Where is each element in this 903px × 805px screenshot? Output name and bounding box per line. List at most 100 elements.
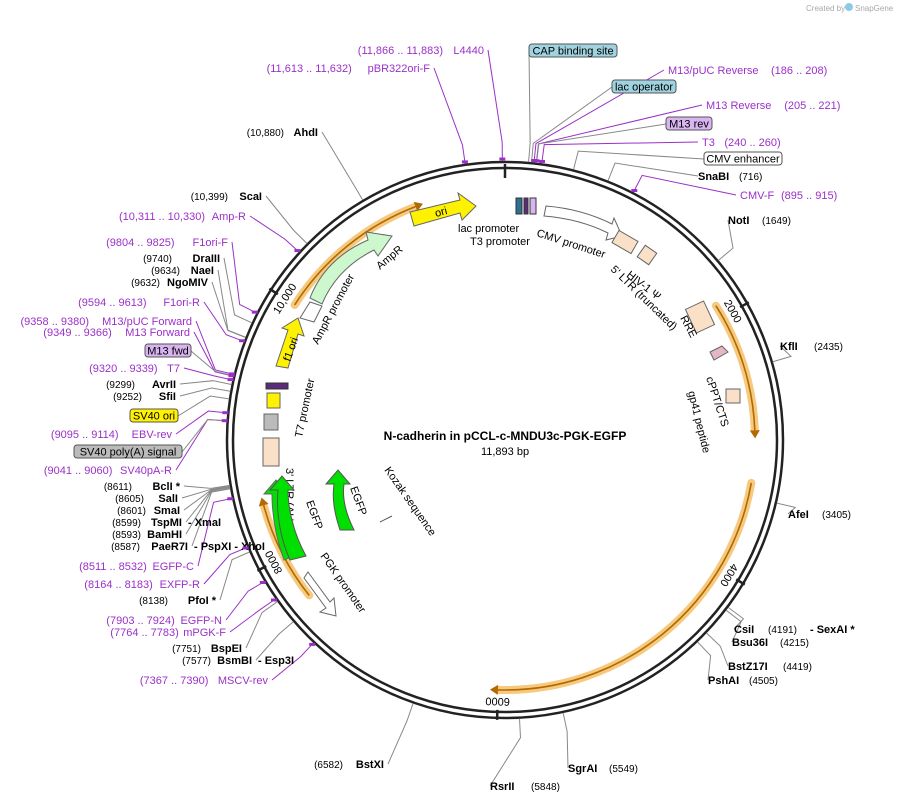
primer-name: M13/pUC Forward <box>102 316 192 328</box>
3-ltr-feature[interactable] <box>262 437 280 467</box>
primer-t3[interactable]: T3(240 .. 260) <box>539 137 781 163</box>
site-naei[interactable]: (9634)NaeI <box>151 265 214 277</box>
primer-mpgk-f[interactable]: mPGK-F(7764 .. 7783) <box>110 598 278 639</box>
site-rsrii[interactable]: RsrII(5848) <box>490 781 560 793</box>
site-ngomiv[interactable]: (9632)NgoMIV <box>131 277 209 289</box>
rre-feature[interactable] <box>684 300 716 334</box>
site-sgrai[interactable]: SgrAI(5549) <box>568 763 638 775</box>
site-draiii[interactable]: (9740)DraIII <box>143 253 220 265</box>
lac-promoter-feature[interactable] <box>515 197 523 215</box>
t3-promoter-label: T3 promoter <box>470 236 530 248</box>
box-label: lac operator <box>615 82 673 94</box>
primer-mark <box>631 189 638 193</box>
site-pfoi-[interactable]: (8138)PfoI * <box>139 595 217 607</box>
m13-rev-feature[interactable] <box>529 197 537 215</box>
site-scai[interactable]: (10,399)ScaI <box>191 191 262 203</box>
site-sfii[interactable]: (9252)SfiI <box>113 391 176 403</box>
primer-mark <box>251 310 258 314</box>
orf-d-arc[interactable] <box>293 205 416 306</box>
site-afei[interactable]: AfeI(3405) <box>788 509 851 521</box>
site-avrii[interactable]: (9299)AvrII <box>106 379 176 391</box>
gp41-peptide-feature[interactable] <box>725 388 741 404</box>
primer-range: (9358 .. 9380) <box>21 316 90 328</box>
orf-a-arc[interactable] <box>715 305 756 431</box>
f1-ori-feature[interactable] <box>275 317 305 369</box>
boxed-feature-cmv-enhancer[interactable]: CMV enhancer <box>703 151 783 166</box>
pgk-promoter-feature[interactable] <box>303 571 337 617</box>
primer-m13-reverse[interactable]: M13 Reverse(205 .. 221) <box>533 100 841 163</box>
sv40-polya-feature[interactable] <box>263 413 279 431</box>
egfp-feature-b[interactable] <box>268 475 307 561</box>
boxed-feature-sv40-ori[interactable]: SV40 ori <box>129 408 179 423</box>
hiv-psi-feature[interactable] <box>636 244 658 266</box>
site-name: ScaI <box>239 191 262 203</box>
site-noti[interactable]: NotI(1649) <box>728 215 791 227</box>
primer-pbr322ori-f[interactable]: pBR322ori-F(11,613 .. 11,632) <box>267 63 468 164</box>
primer-name: Amp-R <box>212 211 246 223</box>
site-name: AfeI <box>788 509 809 521</box>
boxed-feature-m13-fwd[interactable]: M13 fwd <box>144 343 192 358</box>
site-smai[interactable]: (8601)SmaI <box>117 505 180 517</box>
site-leader <box>489 718 522 787</box>
primer-mscv-rev[interactable]: MSCV-rev(7367 .. 7390) <box>140 642 316 687</box>
primer-f1ori-f[interactable]: F1ori-F(9804 .. 9825) <box>106 237 258 314</box>
primer-name: M13 Forward <box>125 327 190 339</box>
primer-egfp-n[interactable]: EGFP-N(7903 .. 7924) <box>106 581 266 627</box>
site-position: (8593) <box>112 530 141 541</box>
cppt-cts-feature[interactable] <box>709 345 729 361</box>
site-leader <box>179 387 231 397</box>
site-bsmbi[interactable]: (7577)BsmBI- Esp3I <box>182 655 294 667</box>
primer-ebv-rev[interactable]: EBV-rev(9095 .. 9114) <box>51 411 229 441</box>
plasmid-name: N-cadherin in pCCL-c-MNDU3c-PGK-EGFP <box>384 429 627 443</box>
boxed-leader <box>536 123 667 163</box>
primer-m13-puc-reverse[interactable]: M13/pUC Reverse(186 .. 208) <box>531 65 827 163</box>
t3-promoter-feature[interactable] <box>523 197 529 215</box>
orf-b-arc[interactable] <box>497 482 753 691</box>
primer-cmv-f[interactable]: CMV-F(895 .. 915) <box>631 189 837 202</box>
ori-feature[interactable] <box>409 191 477 227</box>
site-snabi[interactable]: SnaBI(716) <box>698 171 762 183</box>
site-csii[interactable]: CsiI(4191)- SexAI * <box>734 624 855 636</box>
site-pshai[interactable]: PshAI(4505) <box>708 675 778 687</box>
egfp-feature-c[interactable] <box>324 469 355 531</box>
boxed-feature-m13-rev[interactable]: M13 rev <box>665 116 713 131</box>
site-name: SgrAI <box>568 763 597 775</box>
site-kfli[interactable]: KflI(2435) <box>780 341 843 353</box>
site-ahdi[interactable]: (10,880)AhdI <box>247 127 318 139</box>
site-bamhi[interactable]: (8593)BamHI <box>112 529 182 541</box>
boxed-feature-lac-operator[interactable]: lac operator <box>611 79 677 94</box>
boxed-feature-sv40-poly-a-signal[interactable]: SV40 poly(A) signal <box>73 444 183 459</box>
site-bsu36i[interactable]: Bsu36I(4215) <box>732 637 809 649</box>
primer-mark <box>239 339 246 343</box>
primer-sv40pa-r[interactable]: SV40pA-R(9041 .. 9060) <box>44 419 228 477</box>
cmv-promoter-feature[interactable] <box>543 205 623 241</box>
5-ltr-feature[interactable] <box>611 229 639 255</box>
boxed-leader <box>190 350 234 377</box>
ltr-truncated-label: 5' LTR (truncated) <box>608 264 679 333</box>
t7-promoter-feature[interactable] <box>265 382 289 390</box>
primer-amp-r[interactable]: Amp-R(10,311 .. 10,330) <box>119 211 301 253</box>
primer-t7[interactable]: T7(9320 .. 9339) <box>89 363 234 382</box>
site-bspei[interactable]: (7751)BspEI <box>172 643 242 655</box>
site-leader <box>185 487 231 535</box>
sv40-ori-feature[interactable] <box>266 392 281 409</box>
ampr-feature[interactable] <box>309 231 393 305</box>
site-bstz17i[interactable]: BstZ17I(4419) <box>728 661 812 673</box>
ampr-promoter-feature[interactable] <box>299 301 323 323</box>
primer-exfp-r[interactable]: EXFP-R(8164 .. 8183) <box>84 546 249 591</box>
site-bcli-[interactable]: (8611)BclI * <box>104 481 181 493</box>
site-sali[interactable]: (8605)SalI <box>115 493 178 505</box>
primer-range: (8164 .. 8183) <box>84 579 153 591</box>
boxed-feature-cap-binding-site[interactable]: CAP binding site <box>528 43 618 58</box>
primer-leader <box>197 497 233 567</box>
primer-m13-forward[interactable]: M13 Forward(9349 .. 9366) <box>43 327 235 378</box>
primer-f1ori-r[interactable]: F1ori-R(9594 .. 9613) <box>78 297 246 343</box>
site-position: (2435) <box>814 342 843 353</box>
site-tspmi[interactable]: (8599)TspMI- XmaI <box>112 517 221 529</box>
site-bstxi[interactable]: (6582)BstXI <box>314 759 384 771</box>
primer-m13-puc-forward[interactable]: M13/pUC Forward (9358 .. 9380) <box>21 316 235 376</box>
site-paer7i[interactable]: (8587)PaeR7I- PspXI - XhoI <box>111 541 265 553</box>
site-extra: - SexAI * <box>810 624 855 636</box>
primer-l4440[interactable]: L4440(11,866 .. 11,883) <box>358 45 506 161</box>
primer-egfp-c[interactable]: EGFP-C(8511 .. 8532) <box>79 497 234 573</box>
